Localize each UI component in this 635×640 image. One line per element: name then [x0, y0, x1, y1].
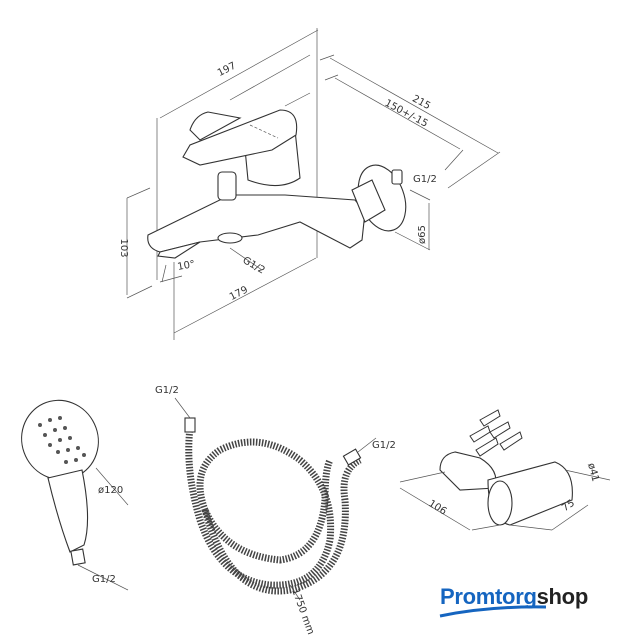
- spout-angle-label: 10°: [177, 259, 196, 273]
- shower-holder-drawing: 106 75 ø41: [399, 409, 611, 531]
- logo-part1: Promtorg: [440, 584, 537, 609]
- hose-top-thread-label: G1/2: [155, 385, 179, 396]
- inlet-thread-label: G1/2: [413, 174, 437, 185]
- hand-shower-drawing: ø120 G1/2: [21, 399, 129, 591]
- holder-diameter-label: ø41: [585, 462, 601, 483]
- dim-spout-label: 179: [228, 285, 250, 303]
- logo-part2: shop: [536, 584, 589, 609]
- dim-height-label: 103: [118, 238, 129, 257]
- hose-length-label: 1750 mm: [289, 587, 316, 636]
- logo-swoosh: [439, 605, 547, 618]
- hand-shower-thread-label: G1/2: [92, 574, 116, 585]
- hand-shower-diameter-label: ø120: [98, 485, 123, 496]
- outlet-thread-label: G1/2: [241, 255, 267, 276]
- flange-diameter-label: ø65: [417, 225, 428, 244]
- bath-faucet-drawing: 197 215 150+/-15 G1/2 ø65 103 10° G1/2 1…: [118, 28, 501, 340]
- promtorgshop-logo: Promtorgshop: [440, 584, 588, 610]
- hose-end-thread-label: G1/2: [372, 440, 396, 451]
- shower-hose-drawing: G1/2 G1/2 1750 mm: [155, 385, 396, 636]
